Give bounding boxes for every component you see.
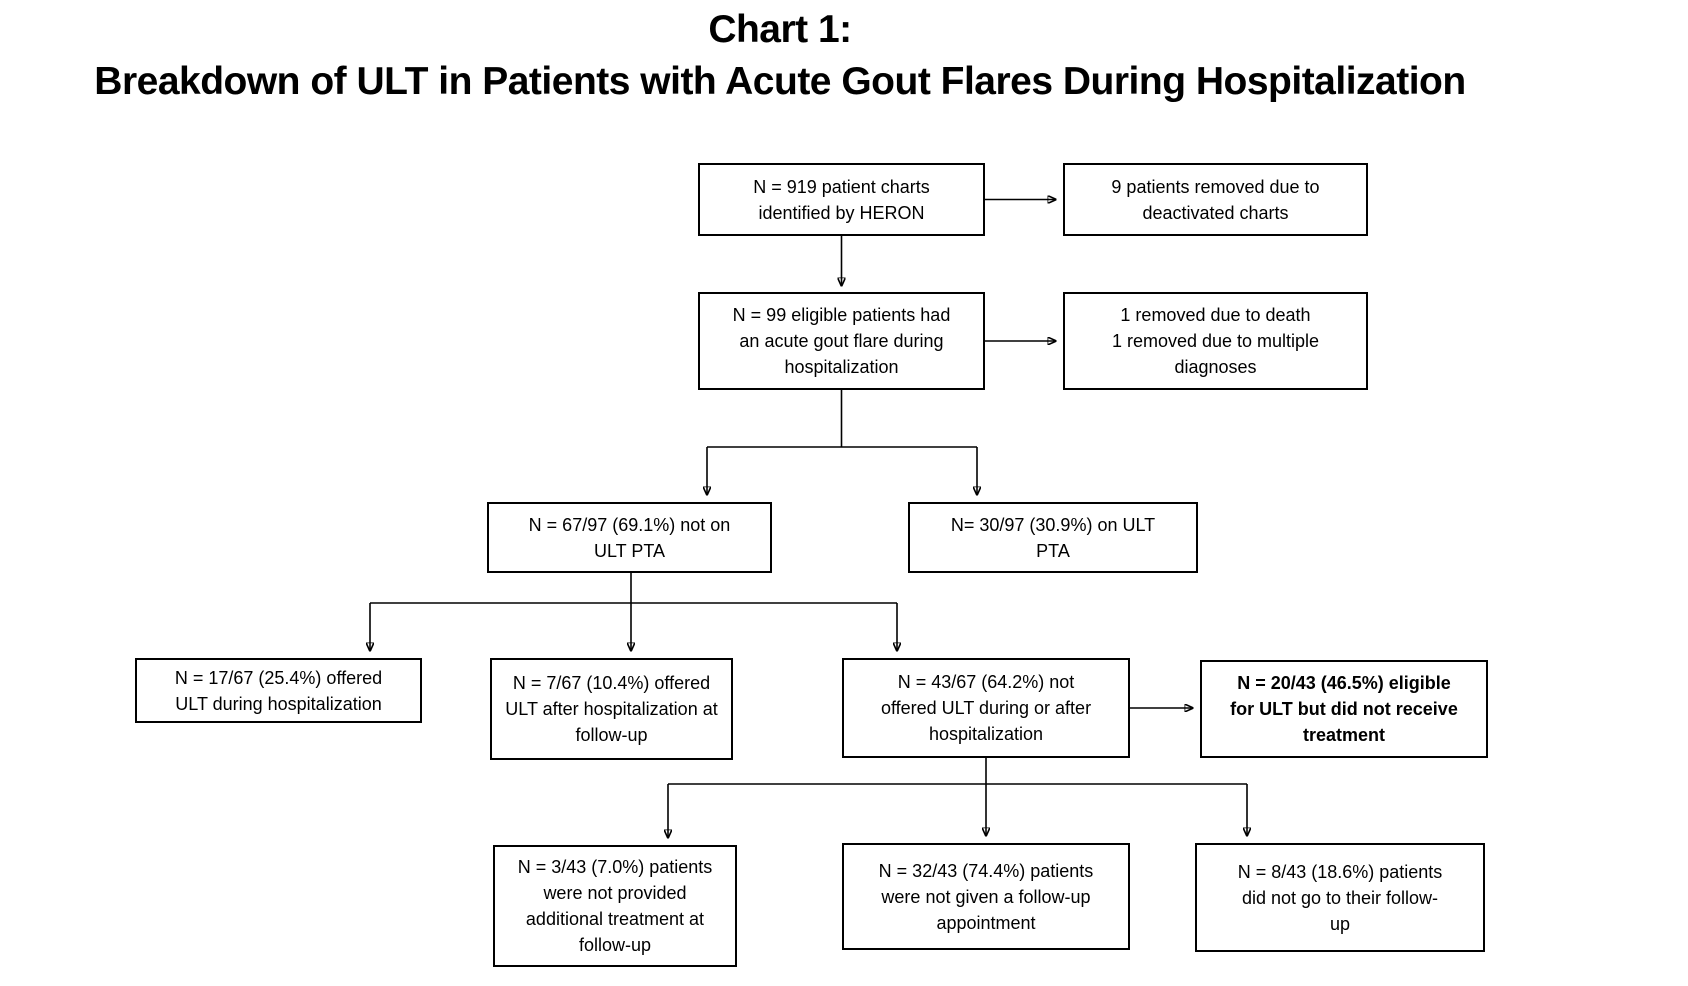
node-919-patient-charts: N = 919 patient charts identified by HER…: [698, 163, 985, 236]
node-8-did-not-go-followup: N = 8/43 (18.6%) patients did not go to …: [1195, 843, 1485, 952]
node-17-offered-during: N = 17/67 (25.4%) offered ULT during hos…: [135, 658, 422, 723]
node-30-on-ult-pta: N= 30/97 (30.9%) on ULT PTA: [908, 502, 1198, 573]
chart-title-line2: Breakdown of ULT in Patients with Acute …: [94, 60, 1466, 103]
node-removed-deactivated-charts: 9 patients removed due to deactivated ch…: [1063, 163, 1368, 236]
chart-title-line1: Chart 1:: [708, 8, 852, 51]
node-7-offered-after: N = 7/67 (10.4%) offered ULT after hospi…: [490, 658, 733, 760]
node-32-no-followup-appointment: N = 32/43 (74.4%) patients were not give…: [842, 843, 1130, 950]
node-removed-death-multiple: 1 removed due to death 1 removed due to …: [1063, 292, 1368, 390]
node-43-not-offered: N = 43/67 (64.2%) not offered ULT during…: [842, 658, 1130, 758]
chart-title: Chart 1: Breakdown of ULT in Patients wi…: [14, 4, 1546, 108]
node-99-eligible-patients: N = 99 eligible patients had an acute go…: [698, 292, 985, 390]
node-20-eligible-no-treatment: N = 20/43 (46.5%) eligible for ULT but d…: [1200, 660, 1488, 758]
node-3-no-additional-treatment: N = 3/43 (7.0%) patients were not provid…: [493, 845, 737, 967]
node-67-not-on-ult-pta: N = 67/97 (69.1%) not on ULT PTA: [487, 502, 772, 573]
